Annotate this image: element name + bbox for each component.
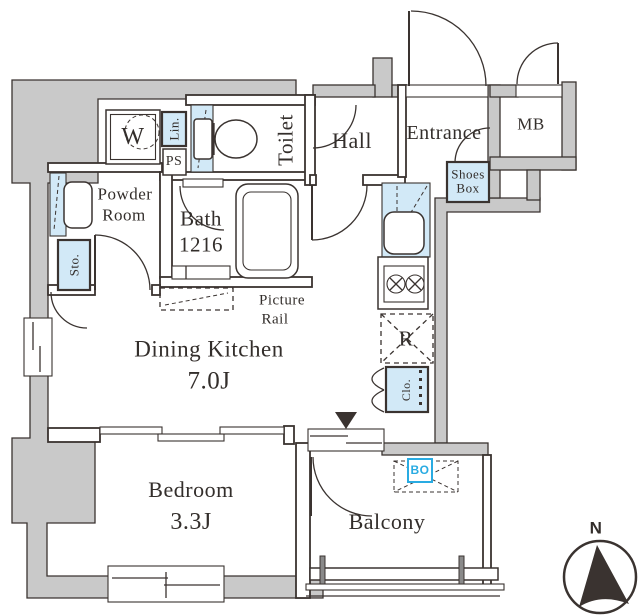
label-hall: Hall	[332, 128, 372, 153]
label-powder-room-1: Powder	[97, 184, 153, 204]
wall-bath-bottom	[159, 276, 313, 288]
compass	[562, 539, 638, 615]
hall-dk-door-arc	[311, 184, 368, 241]
fixtures	[63, 109, 459, 493]
wall-mb-connector	[526, 169, 541, 201]
entrance-door-arc	[410, 10, 487, 87]
label-picture-rail-2: Rail	[261, 311, 289, 328]
closet-bifold-door-2	[371, 389, 385, 413]
bedroom-window	[107, 565, 225, 603]
toilet-door-arc	[312, 104, 357, 149]
label-picture-rail-1: Picture	[259, 292, 305, 309]
shoes-box-door-arc	[454, 127, 491, 164]
closet-bifold-door-1	[371, 367, 385, 391]
wall-hall-top	[312, 84, 376, 98]
door-arcs	[50, 10, 559, 517]
basin-counter-dash	[53, 175, 60, 231]
label-refrigerator: R	[398, 326, 414, 351]
toilet-fixture	[193, 118, 258, 160]
balcony-railing	[305, 555, 505, 597]
label-powder-room-2: Room	[102, 205, 146, 225]
refrigerator-space	[380, 313, 434, 364]
wall-toilet-hall-divider	[304, 94, 316, 186]
label-balcony-marker: BO	[410, 463, 430, 477]
wall-mb-top	[489, 84, 519, 98]
washbasin	[63, 181, 93, 229]
bedroom-sliding-partition	[99, 426, 285, 442]
kitchen-sink	[383, 211, 425, 255]
storage-cabinet	[56, 238, 92, 292]
entrance-door-sill	[405, 84, 489, 98]
washer-dashed-circle	[124, 114, 160, 150]
balcony-sliding-door	[307, 428, 385, 452]
label-shoes-box-2: Box	[456, 180, 480, 196]
label-washer: W	[121, 124, 145, 150]
label-bedroom: Bedroom	[148, 477, 234, 502]
north-needle	[579, 545, 629, 607]
label-bath-size: 1216	[179, 232, 223, 257]
mb-door-arc	[516, 42, 559, 85]
label-bedroom-size: 3.3J	[170, 509, 212, 535]
closet-details	[371, 367, 422, 413]
wall-hall-bottom-left	[309, 174, 317, 186]
wall-powder-bath-divider	[159, 171, 173, 279]
balcony-marker-box	[407, 458, 433, 483]
stove	[377, 256, 429, 310]
wall-bedroom-right	[295, 442, 311, 599]
bath-door-arc	[179, 185, 225, 231]
wall-powder-top	[47, 162, 163, 173]
mb-door-sill	[515, 84, 563, 98]
storage-door-arc	[50, 291, 88, 329]
label-meter-box: MB	[517, 114, 545, 134]
wall-top-left-slab	[11, 79, 297, 326]
label-entrance: Entrance	[406, 122, 482, 144]
label-dining-kitchen-size: 7.0J	[187, 367, 231, 395]
label-balcony: Balcony	[348, 509, 426, 534]
label-closet: Clo.	[399, 378, 413, 402]
wall-top-nub	[372, 57, 393, 98]
label-dining-kitchen: Dining Kitchen	[134, 336, 284, 362]
picture-rail-box	[159, 287, 234, 311]
bathtub	[235, 183, 299, 279]
shoes-box	[445, 160, 491, 204]
pipe-space-box	[162, 148, 187, 176]
wall-balcony-top	[381, 442, 489, 456]
wall-mb-bottom	[489, 156, 577, 171]
view-direction-marker	[335, 412, 357, 429]
label-storage: Sto.	[66, 253, 82, 277]
label-toilet: Toilet	[273, 114, 298, 166]
railing-post-right	[458, 555, 465, 585]
wall-powder-bottom-right	[151, 284, 161, 296]
label-linen: Lin.	[166, 117, 182, 141]
label-pipe-space: PS	[165, 154, 183, 169]
linen-cabinet	[160, 110, 188, 148]
bath-counter	[171, 265, 231, 280]
wall-bedroom-top-left	[47, 427, 101, 443]
powder-door-arc	[94, 234, 151, 291]
interior-walls	[47, 84, 563, 599]
wall-hall-entrance-divider	[397, 84, 407, 178]
balcony-door-arc	[312, 456, 373, 517]
wall-toilet-top	[185, 94, 316, 106]
wall-bedroom-end-post	[283, 425, 295, 445]
wall-balcony-right	[482, 454, 492, 587]
label-shoes-box-1: Shoes	[451, 166, 485, 182]
wall-kitchen-right	[434, 197, 541, 444]
exterior-walls	[11, 57, 577, 599]
label-compass-north: N	[589, 518, 603, 538]
dk-left-window	[23, 317, 53, 377]
label-bath: Bath	[180, 206, 222, 231]
windows	[23, 317, 385, 603]
bath-door-sill	[182, 178, 224, 188]
railing-post-left	[319, 555, 326, 585]
washing-machine-space	[105, 109, 161, 165]
